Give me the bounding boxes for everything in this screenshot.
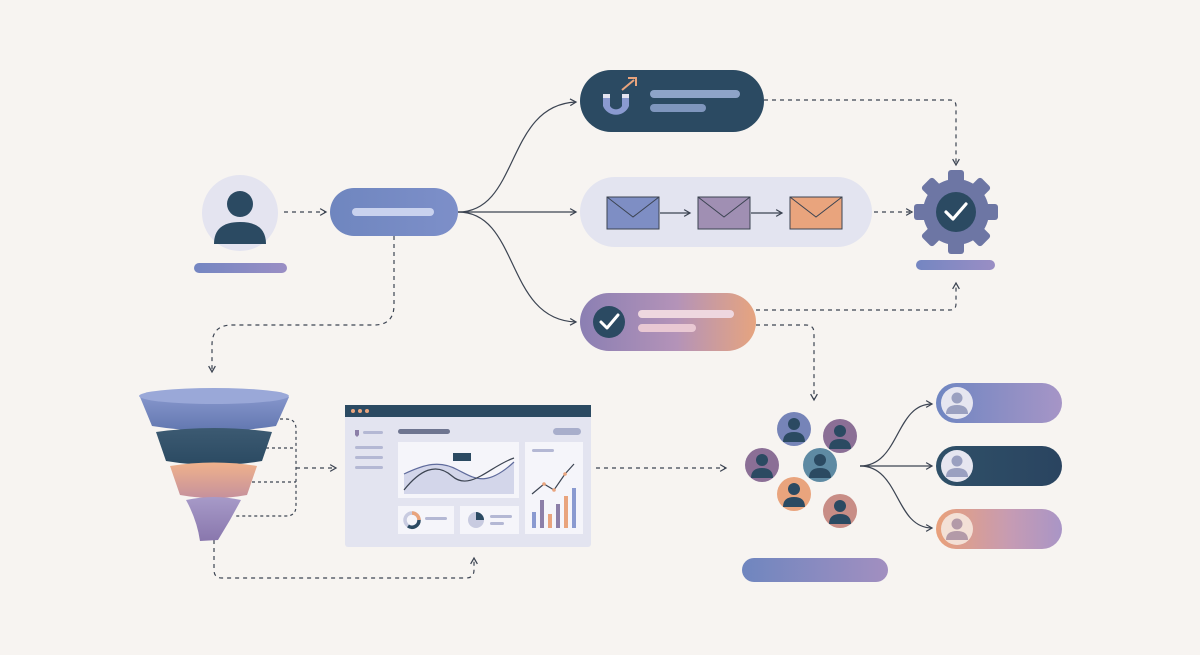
hub-label-bar bbox=[352, 208, 434, 216]
dashboard-sidebar bbox=[355, 430, 383, 469]
goal-label-bar bbox=[916, 260, 995, 270]
email-sequence-step bbox=[580, 177, 872, 247]
arrow-verified-to-goal bbox=[756, 281, 960, 311]
verified-label-bar-2 bbox=[638, 324, 696, 332]
arrow-hub-to-verified bbox=[457, 211, 578, 326]
person-avatar bbox=[777, 477, 811, 511]
arrow-hub-to-funnel bbox=[208, 236, 395, 374]
dashboard-pie-card bbox=[460, 506, 519, 534]
user-label-bar bbox=[194, 263, 287, 273]
dashboard-donut-card bbox=[398, 506, 454, 534]
lead-magnet-step bbox=[580, 70, 764, 132]
analytics-dashboard bbox=[345, 405, 591, 547]
segment-3 bbox=[936, 509, 1062, 549]
hub-node bbox=[330, 188, 458, 236]
magnet-icon bbox=[603, 77, 637, 115]
magnet-label-bar-1 bbox=[650, 90, 740, 98]
arrow-magnet-to-goal bbox=[764, 99, 960, 167]
connectors bbox=[208, 98, 960, 579]
dashboard-titlebar bbox=[345, 405, 591, 417]
person-avatar bbox=[803, 448, 837, 482]
user-avatar-icon bbox=[941, 513, 973, 545]
segment-2 bbox=[936, 446, 1062, 486]
audience-label-bar bbox=[742, 558, 888, 582]
person-avatar bbox=[777, 412, 811, 446]
verified-label-bar-1 bbox=[638, 310, 734, 318]
gear-check-icon bbox=[914, 170, 998, 254]
check-circle-icon bbox=[593, 306, 625, 338]
goal-node bbox=[914, 170, 998, 270]
envelope-icon bbox=[789, 196, 843, 230]
user-avatar-icon bbox=[941, 387, 973, 419]
arrow-verified-to-audience bbox=[756, 324, 818, 402]
dashboard-line-chart bbox=[398, 442, 519, 498]
user-node bbox=[194, 175, 287, 273]
segment-list bbox=[936, 383, 1062, 549]
funnel-icon bbox=[139, 388, 289, 541]
envelope-icon bbox=[606, 196, 660, 230]
dashboard-bar-chart bbox=[525, 442, 583, 534]
person-avatar bbox=[823, 494, 857, 528]
arrow-audience-to-segment-1 bbox=[859, 400, 934, 467]
people-cluster-icon bbox=[742, 412, 888, 582]
user-avatar-icon bbox=[214, 191, 266, 244]
user-avatar-icon bbox=[941, 450, 973, 482]
verified-step bbox=[580, 293, 756, 351]
magnet-label-bar-2 bbox=[650, 104, 706, 112]
person-avatar bbox=[745, 448, 779, 482]
envelope-icon bbox=[697, 196, 751, 230]
arrow-hub-to-magnet bbox=[457, 98, 578, 213]
person-avatar bbox=[823, 419, 857, 453]
arrow-audience-to-segment-3 bbox=[859, 465, 934, 532]
segment-1 bbox=[936, 383, 1062, 423]
arrow-funnel-loop-to-dashboard bbox=[213, 540, 478, 579]
